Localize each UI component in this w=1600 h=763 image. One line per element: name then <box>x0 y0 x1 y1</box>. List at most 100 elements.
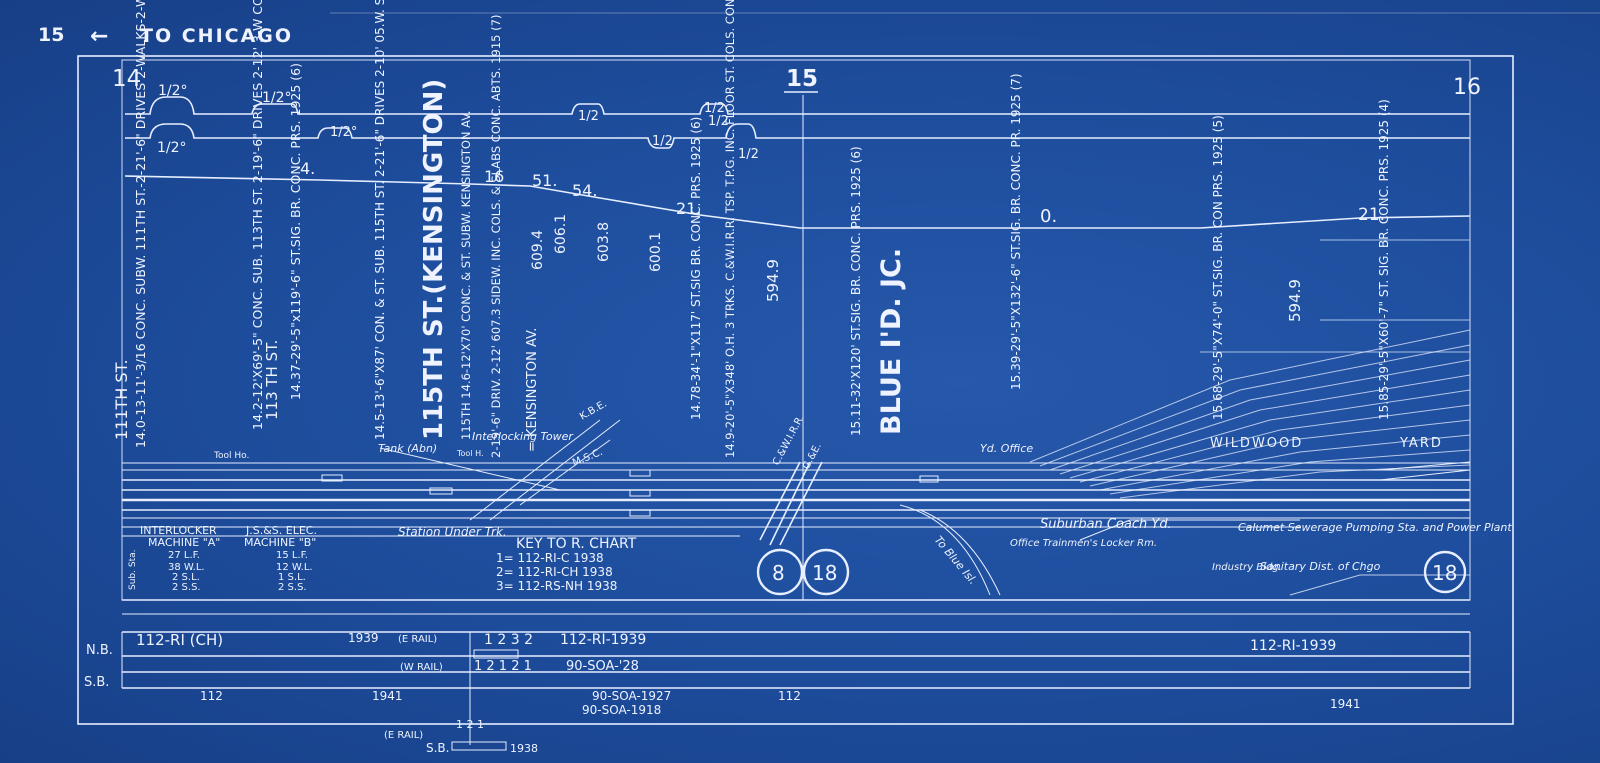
label-interlocking-tower: Interlocking Tower <box>472 430 574 443</box>
grade-number: 0. <box>1040 206 1057 227</box>
bridge-note: 15.85-29'-5"X60'-7" ST. SIG. BR. CONC. P… <box>1377 99 1391 420</box>
grade-profile-line <box>124 175 1471 229</box>
grade-number: 21. <box>676 199 701 218</box>
branch-to-blue-island <box>899 504 991 596</box>
elevation: 600.1 <box>648 232 664 272</box>
label-sanitary-district: Sanitary Dist. of Chgo <box>1260 560 1381 573</box>
rail-nums-mid: 1 2 1 2 1 <box>474 659 532 674</box>
curve-line-upper <box>125 96 1470 115</box>
label-tool-house: Tool Ho. <box>213 451 249 461</box>
rail-112-left: 112 <box>200 689 223 703</box>
milepost-14: 14 <box>112 66 141 92</box>
rail-e-rail: (E RAIL) <box>398 634 437 645</box>
arrow-left-icon: ← <box>90 24 108 49</box>
wildwood-yard-hatch <box>1029 329 1471 499</box>
rail-1941-left: 1941 <box>372 689 403 703</box>
bridge-note: 2-19'-6" DRIV. 2-12' 607.3 SIDEW. INC. C… <box>489 15 503 458</box>
key-to-r-chart: KEY TO R. CHART 1= 112-RI-C 1938 2= 112-… <box>496 536 637 593</box>
key-item: 3= 112-RS-NH 1938 <box>496 579 617 593</box>
interlocker-a-line: 2 S.L. <box>172 572 200 583</box>
interlocker-a-line: 38 W.L. <box>168 562 205 573</box>
label-northbound: N.B. <box>86 643 113 658</box>
direction-label: TO CHICAGO <box>140 25 293 47</box>
interlocker-b-line: 15 L.F. <box>276 550 308 561</box>
interlocker-b-line: 2 S.S. <box>278 582 307 593</box>
elevation: 606.1 <box>553 214 569 254</box>
circle-number: 18 <box>1432 561 1457 585</box>
rail-1941-right: 1941 <box>1330 697 1361 711</box>
label-msc: M.S.C. <box>571 447 604 469</box>
elevation: 594.9 <box>1286 279 1304 322</box>
main-tracks <box>122 419 1471 596</box>
rail-right-label: 112-RI-1939 <box>1250 638 1336 654</box>
bridge-note: 14.9-20'-5"X348' O.H. 3 TRKS. C.&W.I.R.R… <box>723 0 737 458</box>
curve-label: 1/2° <box>157 140 187 156</box>
interlocker-a-line: INTERLOCKER <box>140 524 217 537</box>
chart-circle-18-right <box>1423 550 1467 594</box>
circle-number: 18 <box>812 561 837 585</box>
grade-number: 4. <box>300 159 315 178</box>
label-industry-building: Industry Bldg. <box>1212 562 1282 573</box>
rail-1918: 90-SOA-1918 <box>582 703 661 717</box>
bridge-note: 14.37-29'-5"x119'-6" ST.SIG. BR. CONC. P… <box>288 63 303 400</box>
rail-sb-nums: 1 2 1 <box>456 718 484 731</box>
chart-circle-8 <box>756 548 804 596</box>
key-item: 2= 112-RI-CH 1938 <box>496 565 613 579</box>
label-wildwood: WILDWOOD <box>1210 436 1303 451</box>
station-111th: 111TH ST. <box>112 359 131 440</box>
label-kbe: K.B.E. <box>578 398 609 422</box>
rail-sb-label: S.B. <box>426 741 449 755</box>
elevation: 594.9 <box>764 259 782 302</box>
label-southbound: S.B. <box>84 675 109 690</box>
rail-row-label: 112-RI (CH) <box>136 631 223 649</box>
label-tool-house-2: Tool H. <box>456 449 484 458</box>
curve-label: 1/2 <box>704 101 725 116</box>
bridge-note: 14.2-12'X69'-5" CONC. SUB. 113TH ST. 2-1… <box>250 0 265 430</box>
interlocker-b-line: MACHINE "B" <box>244 536 316 549</box>
grade-number: 51. <box>532 171 557 190</box>
interlocker-b-line: 12 W.L. <box>276 562 313 573</box>
bridge-note: 115TH 14.6-12'X70' CONC. & ST. SUBW. KEN… <box>459 111 473 440</box>
grade-number: 16 <box>484 167 504 186</box>
bridge-note: 14.0-13-11'-3/16 CONC. SUBW. 111TH ST.-2… <box>133 0 148 448</box>
label-yard: YARD <box>1399 436 1443 451</box>
grade-number: 54. <box>572 181 597 200</box>
rail-112-mid: 112 <box>778 689 801 703</box>
rail-table <box>121 599 1471 751</box>
rail-nums-top: 1 2 3 2 <box>484 632 533 648</box>
interlocker-a-line: 2 S.S. <box>172 582 201 593</box>
milepost-16: 16 <box>1453 75 1481 100</box>
grade-number: 21. <box>1358 205 1385 225</box>
label-suburban-coach-yard: Suburban Coach Yd. <box>1040 517 1172 532</box>
curve-label: 1/2° <box>330 125 357 140</box>
interlocker-a: INTERLOCKER MACHINE "A" 27 L.F. 38 W.L. … <box>140 524 220 593</box>
bridge-note: 14.5-13'-6"X87' CON. & ST. SUB. 115TH ST… <box>373 0 387 440</box>
bridge-note: 14.78-34'-1"X117' ST.SIG BR. CONC. PRS. … <box>689 117 703 420</box>
chart-inner-frame <box>121 59 1471 601</box>
rail-mid-label: 112-RI-1939 <box>560 632 646 648</box>
label-cwirr: C.&W.I.R.R. <box>771 413 807 467</box>
station-kensington-ave: = KENSINGTON AV. <box>525 328 540 452</box>
interlocker-b-line: 1 S.L. <box>278 572 306 583</box>
key-item: 1= 112-RI-C 1938 <box>496 551 604 565</box>
bridge-note-text: 14.0-13-11'-3/16 CONC. SUBW. 111TH ST.-2… <box>133 0 148 448</box>
rail-sb-e-rail: (E RAIL) <box>384 730 423 741</box>
curve-label: 1/2 <box>738 147 759 162</box>
label-tank: Tank (Abn) <box>378 442 437 455</box>
rail-year: 1939 <box>348 631 379 645</box>
page-number: 15 <box>38 24 64 46</box>
curve-label: 1/2 <box>578 109 599 124</box>
interlocker-b: J.S.&S. ELEC. MACHINE "B" 15 L.F. 12 W.L… <box>244 524 317 593</box>
bridge-note: 15.39-29'-5"X132'-6" ST.SIG. BR. CONC. P… <box>1009 73 1023 390</box>
rail-w-rail: (W RAIL) <box>400 662 443 673</box>
milepost-15: 15 <box>786 66 818 92</box>
curve-label: 1/2 <box>652 134 673 149</box>
rail-mid-label-2: 90-SOA-'28 <box>566 659 639 674</box>
label-ge: G.&E. <box>801 441 824 471</box>
rail-sb-year: 1938 <box>510 742 538 755</box>
label-yard-office: Yd. Office <box>980 442 1033 455</box>
bridge-note: 15.11-32'X120' ST.SIG. BR. CONC. PRS. 19… <box>849 146 863 436</box>
curve-label: 1/2° <box>158 83 188 99</box>
